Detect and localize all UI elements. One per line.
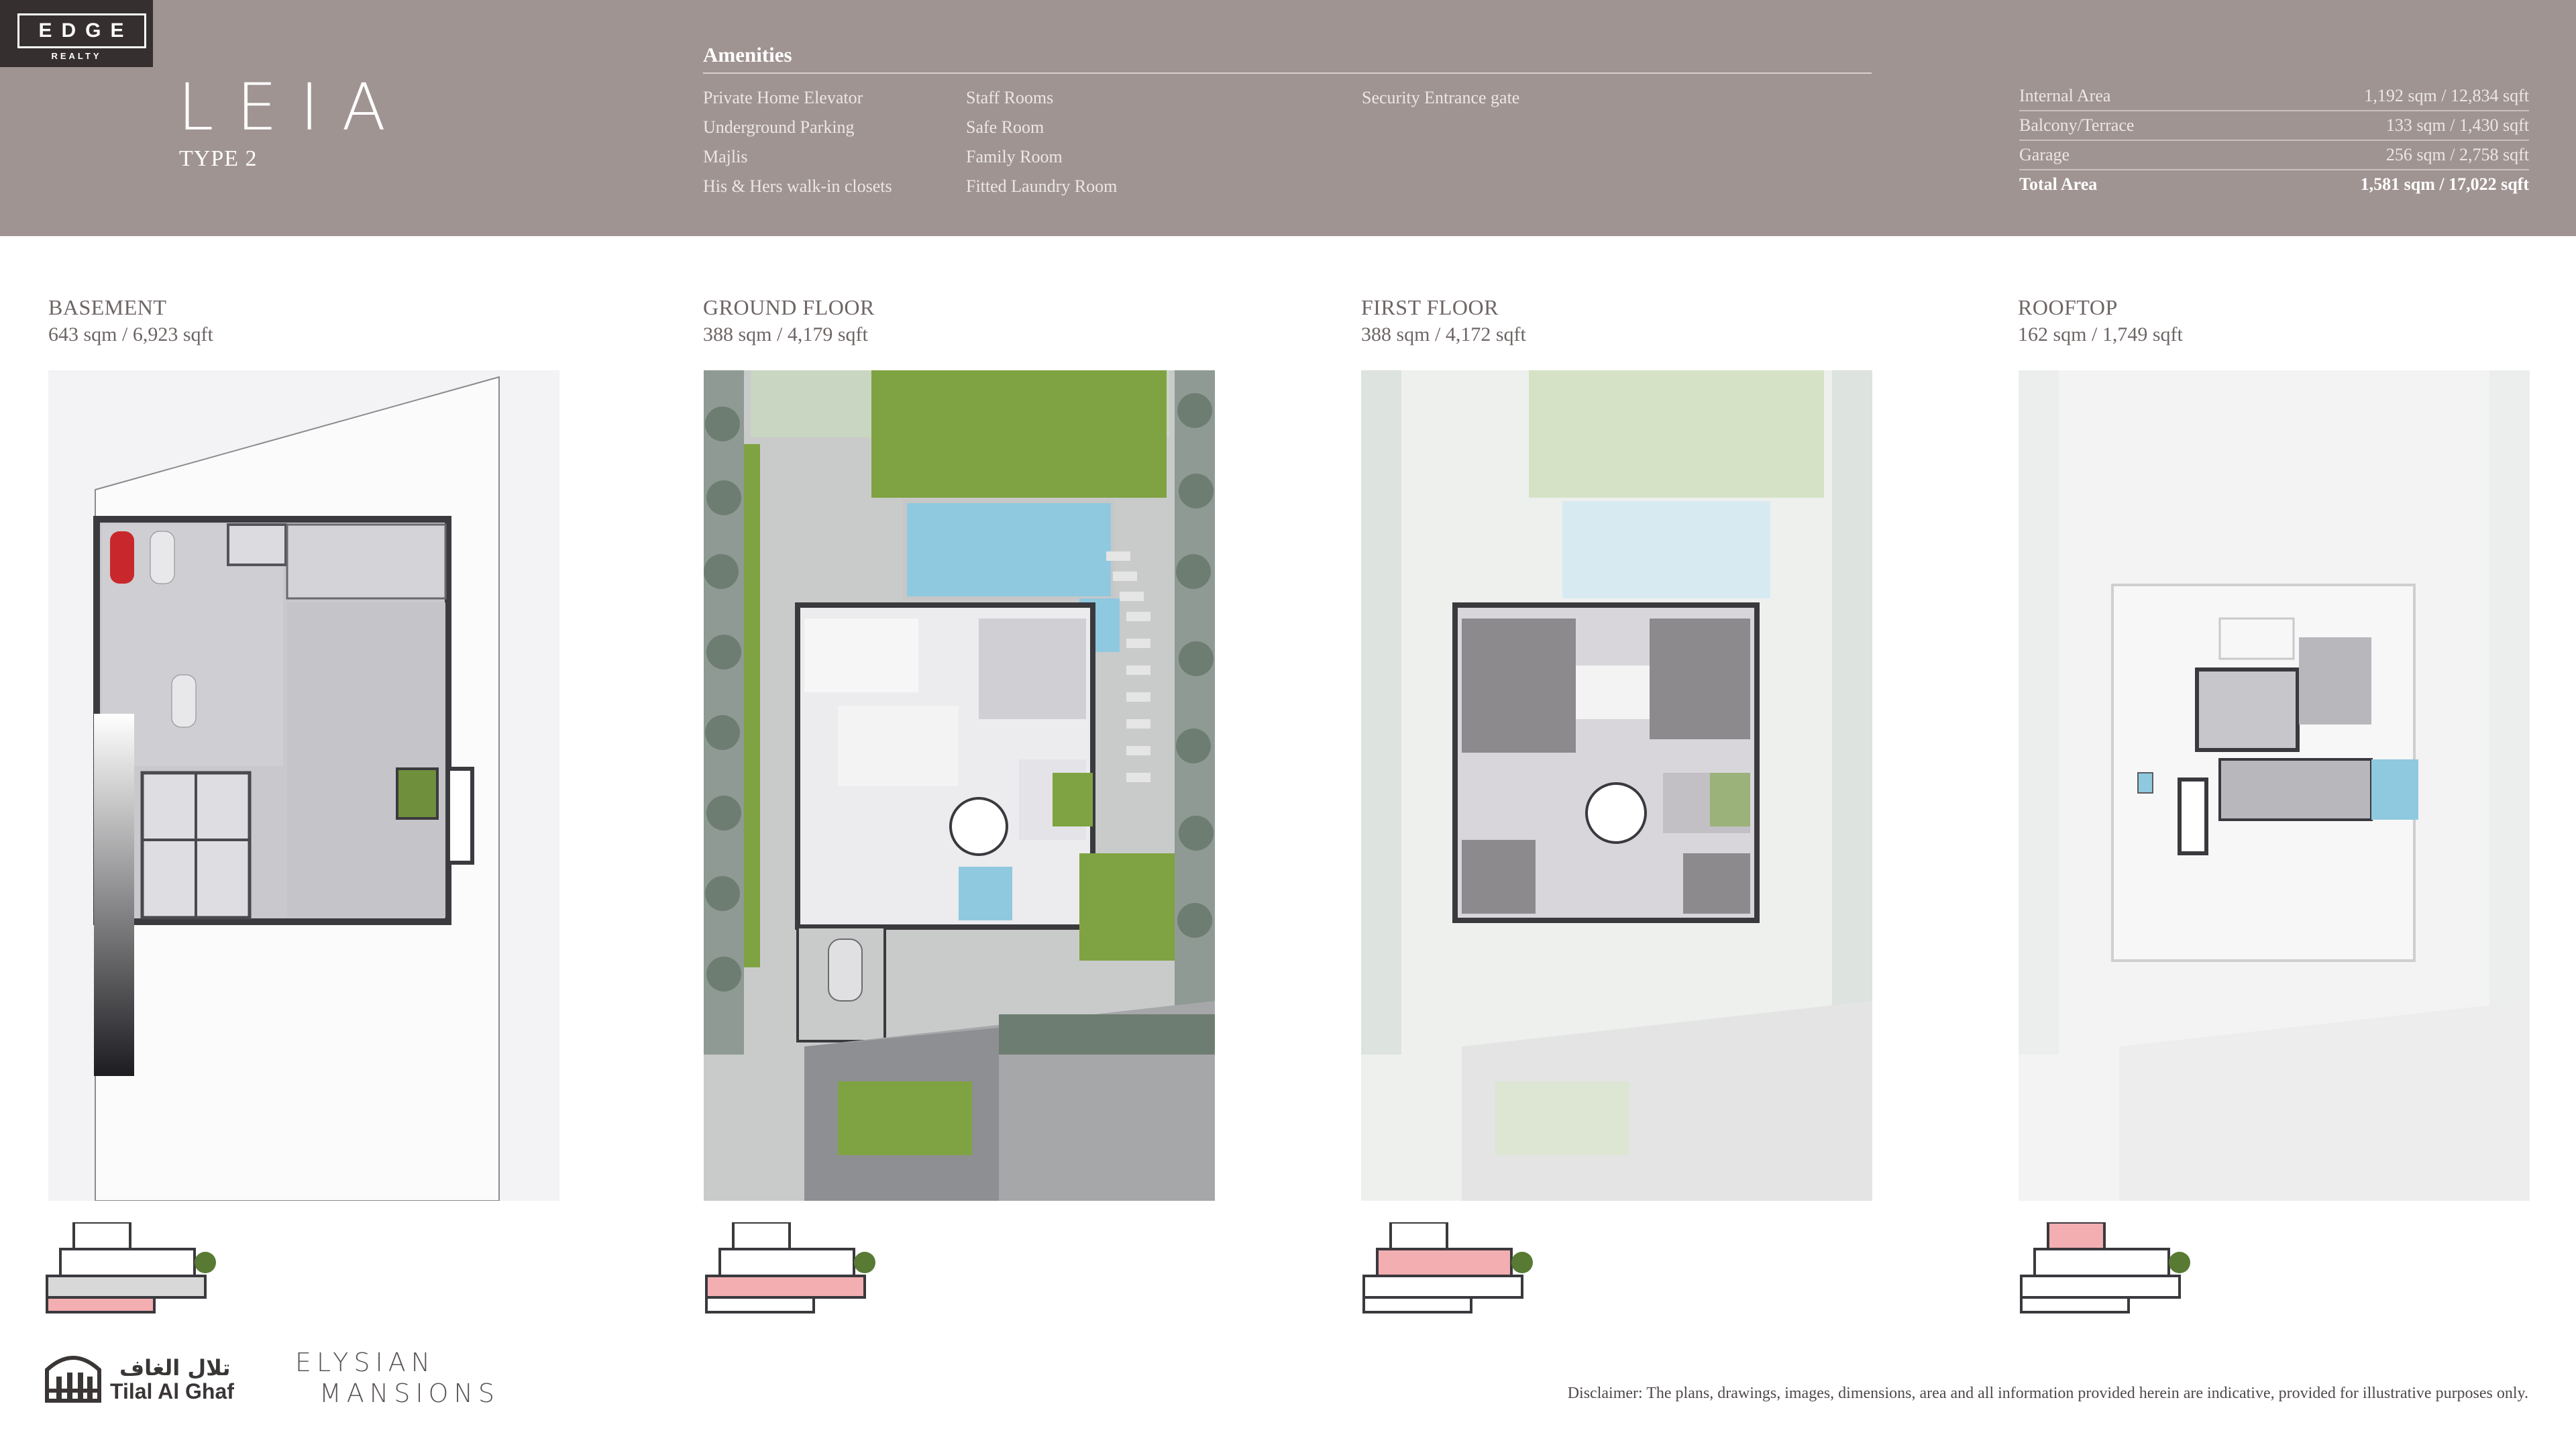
tilal-al-ghaf-logo	[44, 1350, 232, 1403]
floor-size-basement: 643 sqm / 6,923 sqft	[48, 323, 213, 345]
first-floor-plan[interactable]	[1361, 370, 1872, 1201]
elysian-mansions-logo: ELYSIAN MANSIONS	[295, 1347, 500, 1409]
rooftop-plan[interactable]	[2019, 370, 2530, 1201]
area-label: Garage	[2019, 145, 2070, 164]
area-label: Balcony/Terrace	[2019, 115, 2135, 135]
amenity-item: Majlis	[703, 147, 748, 166]
area-label: Total Area	[2019, 174, 2098, 194]
amenity-item: Underground Parking	[703, 117, 855, 137]
amenity-item: Fitted Laundry Room	[966, 176, 1118, 196]
amenities-column-2: Staff Rooms Safe Room Family Room Fitted…	[966, 83, 1117, 201]
disclaimer-text: Disclaimer: The plans, drawings, images,…	[1567, 1385, 2528, 1402]
floor-label-ground: GROUND FLOOR	[703, 295, 875, 319]
amenities-column-3: Security Entrance gate	[1362, 83, 1519, 113]
brand-sub: REALTY	[51, 51, 102, 61]
area-row-total: Total Area 1,581 sqm / 17,022 sqft	[2019, 170, 2529, 200]
section-diagram-first	[1361, 1221, 1536, 1313]
area-value: 1,581 sqm / 17,022 sqft	[2360, 174, 2529, 194]
amenity-item: Safe Room	[966, 117, 1044, 137]
tilal-english-name: Tilal Al Ghaf	[110, 1379, 234, 1403]
amenity-item: His & Hers walk-in closets	[703, 176, 892, 196]
section-diagram-basement	[44, 1221, 219, 1313]
area-value: 256 sqm / 2,758 sqft	[2385, 145, 2529, 164]
amenities-divider	[703, 72, 1872, 74]
tilal-emblem-icon	[45, 1356, 101, 1403]
area-row: Internal Area 1,192 sqm / 12,834 sqft	[2019, 82, 2529, 111]
mansions-word: MANSIONS	[319, 1379, 500, 1408]
area-row: Garage 256 sqm / 2,758 sqft	[2019, 141, 2529, 170]
floor-size-rooftop: 162 sqm / 1,749 sqft	[2018, 323, 2183, 345]
area-label: Internal Area	[2019, 86, 2111, 105]
floor-label-basement: BASEMENT	[48, 295, 167, 319]
villa-type: TYPE 2	[179, 146, 258, 171]
floor-label-rooftop: ROOFTOP	[2018, 295, 2118, 319]
basement-plan[interactable]	[48, 370, 559, 1201]
area-value: 133 sqm / 1,430 sqft	[2385, 115, 2529, 135]
amenity-item: Family Room	[966, 147, 1063, 166]
amenities-column-1: Private Home Elevator Underground Parkin…	[703, 83, 892, 201]
area-value: 1,192 sqm / 12,834 sqft	[2364, 86, 2529, 105]
floor-size-ground: 388 sqm / 4,179 sqft	[703, 323, 868, 345]
villa-title: LEIA	[178, 70, 409, 145]
amenity-item: Security Entrance gate	[1362, 88, 1520, 107]
section-diagram-rooftop	[2019, 1221, 2193, 1313]
area-row: Balcony/Terrace 133 sqm / 1,430 sqft	[2019, 111, 2529, 141]
floor-label-first: FIRST FLOOR	[1361, 295, 1499, 319]
elysian-word: ELYSIAN	[295, 1348, 436, 1377]
amenities-heading: Amenities	[703, 43, 792, 66]
amenity-item: Staff Rooms	[966, 88, 1054, 107]
section-diagram-ground	[704, 1221, 878, 1313]
brand-name: EDGE	[17, 13, 146, 48]
header-band: EDGE REALTY LEIA TYPE 2 Amenities Privat…	[0, 0, 2576, 236]
area-table: Internal Area 1,192 sqm / 12,834 sqft Ba…	[2019, 82, 2529, 200]
edge-realty-logo[interactable]: EDGE REALTY	[0, 0, 153, 67]
floor-size-first: 388 sqm / 4,172 sqft	[1361, 323, 1526, 345]
amenity-item: Private Home Elevator	[703, 88, 863, 107]
tilal-arabic-name: تلال الغاف	[119, 1355, 231, 1381]
ground-floor-plan[interactable]	[704, 370, 1215, 1201]
